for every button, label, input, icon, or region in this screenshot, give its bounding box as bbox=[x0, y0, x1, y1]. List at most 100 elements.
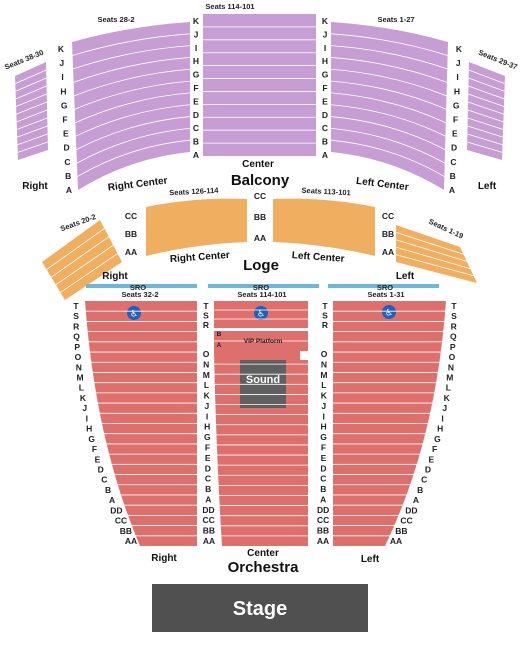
balcony-row-label: E bbox=[452, 129, 458, 139]
balcony-row-label: F bbox=[193, 83, 198, 93]
loge-title: Loge bbox=[243, 257, 279, 274]
balcony-row-line bbox=[16, 109, 48, 123]
orchestra-row-label: S bbox=[322, 311, 328, 321]
orchestra-row-label: S bbox=[203, 311, 209, 321]
sro-bar-center[interactable] bbox=[208, 284, 319, 288]
orchestra-row-label: S bbox=[73, 311, 79, 321]
balcony-row-label: B bbox=[322, 137, 328, 147]
loge-left-section[interactable] bbox=[396, 225, 477, 283]
orchestra-row-label: CC bbox=[115, 516, 127, 526]
orchestra-row-label: BB bbox=[203, 526, 215, 536]
balcony-row-line bbox=[468, 93, 505, 107]
orchestra-row-label: DD bbox=[110, 505, 122, 515]
orchestra-center-sro-label: SRO bbox=[253, 283, 269, 292]
balcony-row-label: I bbox=[324, 43, 326, 53]
orchestra-row-label: D bbox=[320, 463, 326, 473]
orchestra-row-label: F bbox=[92, 444, 97, 454]
orchestra-row-label: K bbox=[444, 393, 451, 403]
orchestra-row-label: G bbox=[434, 434, 441, 444]
balcony-row-label: F bbox=[322, 83, 327, 93]
balcony-row-line bbox=[467, 133, 503, 146]
loge-left-center-seats-label: Seats 113-101 bbox=[301, 186, 351, 198]
wheelchair-icon: ♿ bbox=[257, 310, 265, 320]
balcony-row-label: E bbox=[193, 96, 199, 106]
balcony-row-label: B bbox=[450, 171, 456, 181]
orchestra-row-label: G bbox=[204, 432, 211, 442]
sro-bar-right[interactable] bbox=[86, 284, 197, 288]
orchestra-row-label: N bbox=[203, 359, 209, 369]
balcony-row-label: G bbox=[453, 100, 460, 110]
loge-right-section[interactable] bbox=[42, 220, 122, 300]
orchestra-row-label: N bbox=[76, 362, 82, 372]
balcony-row-label: K bbox=[456, 44, 463, 54]
balcony-row-label: K bbox=[322, 16, 329, 26]
orchestra-row-label: CC bbox=[203, 515, 215, 525]
balcony-row-label: G bbox=[61, 100, 68, 110]
balcony-title: Balcony bbox=[231, 172, 290, 189]
orchestra-row-label: R bbox=[203, 320, 209, 330]
balcony-row-line bbox=[330, 33, 448, 56]
orchestra-row-label: I bbox=[441, 413, 443, 423]
balcony-row-line bbox=[74, 80, 191, 110]
loge-right-center-section[interactable] bbox=[146, 198, 247, 256]
balcony-row-label: B bbox=[193, 137, 199, 147]
balcony-center-label: Center bbox=[242, 159, 274, 170]
sound-booth-label: Sound bbox=[246, 374, 280, 386]
orchestra-row-label: Q bbox=[73, 332, 80, 342]
orchestra-row-label: B bbox=[320, 484, 326, 494]
vip-row-a-label: A bbox=[217, 342, 222, 349]
balcony-row-label: K bbox=[58, 44, 65, 54]
vip-platform-label: VIP Platform bbox=[244, 338, 283, 345]
orchestra-row-label: H bbox=[321, 422, 327, 432]
balcony-row-label: C bbox=[322, 123, 328, 133]
orchestra-row-label: E bbox=[321, 453, 327, 463]
loge-left-label: Left bbox=[396, 271, 415, 282]
orchestra-row-label: T bbox=[322, 301, 328, 311]
balcony-row-label: J bbox=[59, 58, 64, 68]
balcony-center-seats-label: Seats 114-101 bbox=[205, 2, 254, 11]
balcony-row-label: K bbox=[193, 16, 200, 26]
loge-row-label: CC bbox=[125, 211, 137, 221]
orchestra-row-label: J bbox=[442, 403, 447, 413]
orchestra-row-label: AA bbox=[203, 536, 215, 546]
loge-row-label: AA bbox=[382, 247, 394, 257]
balcony-center-section[interactable] bbox=[203, 14, 316, 156]
vip-row-b-label: B bbox=[217, 331, 222, 338]
loge-left-center-label: Left Center bbox=[291, 250, 345, 265]
loge-right-label: Right bbox=[102, 271, 128, 282]
balcony-left-center-label: Left Center bbox=[355, 176, 409, 193]
orchestra-right-label: Right bbox=[151, 553, 177, 564]
loge-left-seats-label: Seats 1-19 bbox=[427, 217, 464, 241]
orchestra-row-label: N bbox=[321, 359, 327, 369]
loge-row-label: BB bbox=[382, 229, 394, 239]
orchestra-row-label: E bbox=[95, 454, 101, 464]
orchestra-row-label: N bbox=[448, 362, 454, 372]
loge-left-center-section[interactable] bbox=[273, 198, 375, 256]
balcony-far-left-section[interactable] bbox=[467, 62, 505, 160]
orchestra-row-label: R bbox=[73, 321, 79, 331]
orchestra-row-label: AA bbox=[317, 536, 329, 546]
orchestra-row-label: M bbox=[76, 373, 83, 383]
balcony-row-label: E bbox=[63, 129, 69, 139]
orchestra-row-label: R bbox=[322, 320, 328, 330]
orchestra-row-label: C bbox=[205, 474, 211, 484]
sro-bar-left[interactable] bbox=[328, 284, 439, 288]
loge-row-line bbox=[395, 254, 474, 277]
balcony-far-right-section[interactable] bbox=[15, 62, 48, 160]
balcony-right-center-section[interactable] bbox=[72, 22, 190, 190]
orchestra-row-label: AA bbox=[390, 536, 402, 546]
balcony-row-label: H bbox=[454, 86, 460, 96]
orchestra-row-label: L bbox=[204, 380, 209, 390]
orchestra-center-label: Center bbox=[247, 548, 279, 559]
balcony-row-line bbox=[330, 139, 445, 177]
stage-label: Stage bbox=[233, 598, 287, 620]
balcony-left-center-seats-label: Seats 1-27 bbox=[377, 15, 414, 24]
orchestra-row-label: A bbox=[320, 494, 326, 504]
orchestra-title: Orchestra bbox=[228, 559, 300, 576]
balcony-row-label: A bbox=[193, 150, 199, 160]
wheelchair-icon bbox=[127, 306, 141, 320]
orchestra-row-label: H bbox=[437, 424, 443, 434]
balcony-row-label: H bbox=[60, 86, 66, 96]
orchestra-row-label: CC bbox=[400, 516, 412, 526]
balcony-left-center-section[interactable] bbox=[331, 22, 448, 190]
